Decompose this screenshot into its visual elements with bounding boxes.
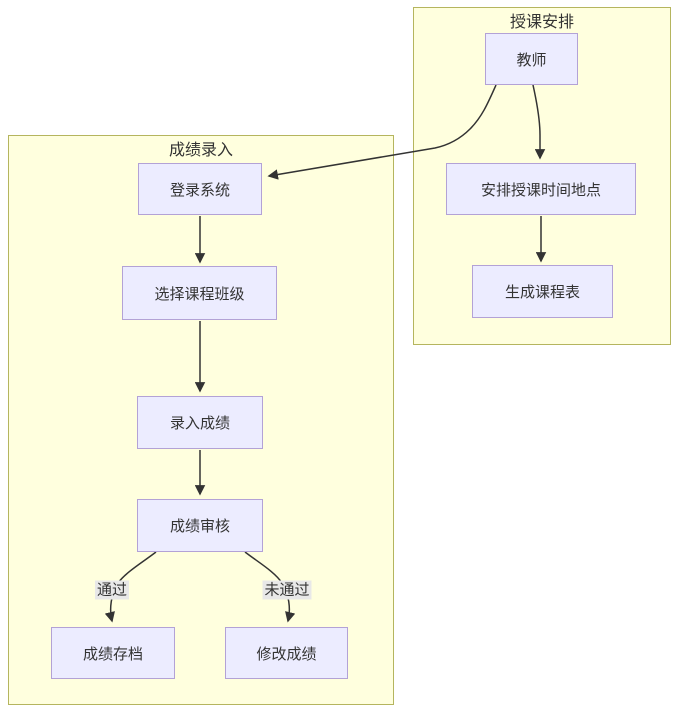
node-enter-grades-label: 录入成绩 [169, 415, 230, 432]
cluster-grade-entry-title: 成绩录入 [168, 142, 233, 159]
node-modify-grades: 修改成绩 [225, 627, 348, 679]
node-select-course-class: 选择课程班级 [122, 266, 277, 320]
node-generate-timetable: 生成课程表 [472, 265, 613, 318]
node-arrange-time-place-label: 安排授课时间地点 [480, 181, 601, 199]
node-grade-archive-label: 成绩存档 [82, 645, 143, 663]
node-generate-timetable-label: 生成课程表 [504, 284, 580, 301]
node-select-course-class-label: 选择课程班级 [154, 285, 245, 303]
node-enter-grades: 录入成绩 [137, 396, 263, 449]
node-modify-grades-label: 修改成绩 [256, 645, 317, 663]
node-login-system: 登录系统 [138, 163, 262, 215]
node-arrange-time-place: 安排授课时间地点 [446, 163, 636, 215]
node-teacher: 教师 [485, 33, 578, 85]
node-login-system-label: 登录系统 [169, 181, 230, 199]
edge-label-pass: 通过 [94, 580, 130, 600]
node-grade-review: 成绩审核 [137, 499, 263, 552]
node-grade-review-label: 成绩审核 [169, 518, 230, 535]
edge-teacher-to-arrange [532, 84, 546, 160]
node-grade-archive: 成绩存档 [51, 627, 175, 679]
cluster-teaching-schedule-title: 授课安排 [509, 14, 574, 31]
edge-label-fail: 未通过 [262, 580, 312, 600]
node-teacher-label: 教师 [516, 51, 547, 69]
edge-teacher-to-login [267, 84, 497, 180]
